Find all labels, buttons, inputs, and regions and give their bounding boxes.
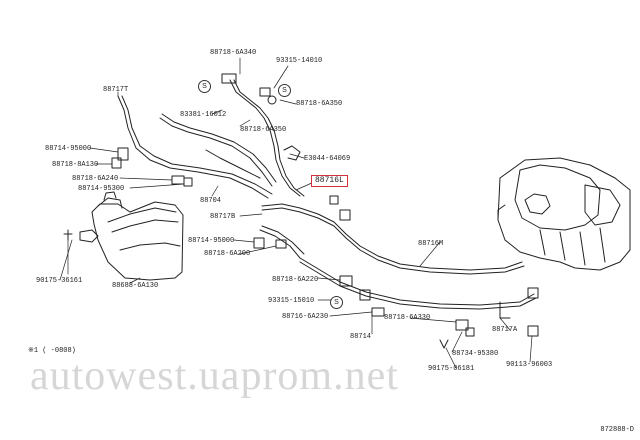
part-label-88718-6a330: 88718-6A330	[384, 314, 431, 322]
part-label-88717b: 88717B	[210, 213, 236, 221]
part-label-88704: 88704	[200, 197, 222, 205]
part-label-88718-6a200: 88718-6A200	[204, 250, 251, 258]
part-label-88716-6a230: 88716-6A230	[282, 313, 329, 321]
part-label-88714: 88714	[350, 333, 372, 341]
leader-lines	[59, 57, 533, 369]
watermark: autowest.uaprom.net	[30, 353, 399, 399]
part-label-88718-6a350-a: 88718-6A350	[296, 100, 343, 108]
s-marker: S	[198, 80, 211, 93]
part-label-88718-6a340: 88718-6A340	[210, 49, 257, 57]
fittings	[63, 73, 539, 349]
diagram-code: 872888-D	[600, 426, 634, 434]
part-label-88714-95000-a: 88714-95000	[45, 145, 92, 153]
s-marker: S	[278, 84, 291, 97]
footnote: ※1 ( -0808)	[28, 347, 76, 355]
part-label-e3044-64069: E3044-64069	[304, 155, 351, 163]
hose-lower-lines	[259, 203, 537, 310]
part-label-88717t: 88717T	[103, 86, 129, 94]
part-label-88734-95380: 88734-95380	[452, 350, 499, 358]
part-label-88716m: 88716M	[418, 240, 444, 248]
part-label-88718-8a130: 88718-8A130	[52, 161, 99, 169]
part-label-90113-96003: 90113-96003	[506, 361, 553, 369]
part-label-83381-16012: 83381-16012	[180, 111, 227, 119]
part-label-88717a: 88717A	[492, 326, 518, 334]
part-label-88718-6a220: 88718-6A220	[272, 276, 319, 284]
part-label-88718-6a350-b: 88718-6A350	[240, 126, 287, 134]
part-label-90175-36161: 90175-36161	[36, 277, 83, 285]
part-label-90175-06181: 90175-06181	[428, 365, 475, 373]
reservoir-tank	[79, 191, 184, 281]
part-label-88716l-highlighted[interactable]: 88716L	[311, 175, 348, 187]
part-label-93315-14010: 93315-14010	[276, 57, 323, 65]
part-label-88718-6a240: 88718-6A240	[72, 175, 119, 183]
hose-upper	[117, 79, 305, 199]
part-label-88688-6a130: 88688-6A130	[112, 282, 159, 290]
part-label-88714-95300: 88714-95300	[78, 185, 125, 193]
part-label-88714-95000-b: 88714-95000	[188, 237, 235, 245]
s-marker: S	[330, 296, 343, 309]
engine-block	[497, 157, 631, 271]
part-label-93315-15010: 93315-15010	[268, 297, 315, 305]
